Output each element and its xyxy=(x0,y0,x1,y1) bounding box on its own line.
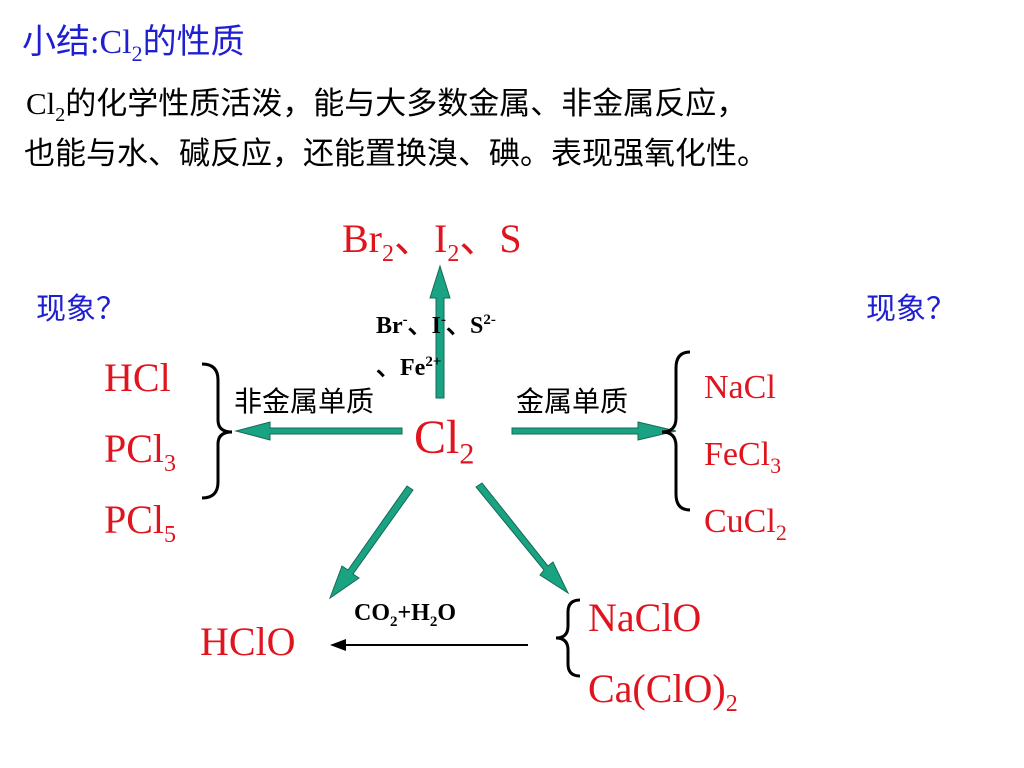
product-fecl3: FeCl3 xyxy=(704,435,782,478)
nonmetal-products: HCl PCl3 PCl5 xyxy=(104,350,176,563)
arrow-down-right xyxy=(475,482,570,595)
summary-line-1: Cl2的化学性质活泼，能与大多数金属、非金属反应， xyxy=(26,86,748,127)
hypochlorite-products: NaClO Ca(ClO)2 xyxy=(588,590,738,732)
arrow-hypochlorite-to-hclo xyxy=(330,639,528,651)
slide-title: 小结:Cl2的性质 xyxy=(22,24,245,66)
arrow-up xyxy=(429,264,451,399)
label-nonmetal: 非金属单质 xyxy=(234,387,375,418)
arrow-left xyxy=(234,421,403,441)
brace-metal-products xyxy=(661,350,691,512)
product-cucl2: CuCl2 xyxy=(704,502,787,545)
product-pcl3: PCl3 xyxy=(104,426,177,477)
brace-nonmetal-products xyxy=(201,362,233,500)
product-hclo: HClO xyxy=(200,619,296,664)
reducing-ions: Br-、I-、S2-、Fe2+ xyxy=(376,312,496,381)
product-naclo: NaClO xyxy=(588,595,702,640)
question-left: 现象？ xyxy=(36,293,126,326)
question-right: 现象？ xyxy=(866,293,956,326)
product-pcl5: PCl5 xyxy=(104,497,177,548)
arrow-down-left xyxy=(328,485,414,600)
product-nacl: NaCl xyxy=(704,369,776,406)
summary-line-2: 也能与水、碱反应，还能置换溴、碘。表现强氧化性。 xyxy=(24,136,768,171)
metal-products: NaCl FeCl3 CuCl2 xyxy=(704,360,787,560)
co2-water-label: CO2+H2O xyxy=(354,600,457,630)
brace-hypochlorites xyxy=(555,598,581,678)
label-metal: 金属单质 xyxy=(516,387,629,418)
product-hcl: HCl xyxy=(104,355,171,400)
displacement-products: Br2、I2、S xyxy=(342,216,522,267)
arrow-right xyxy=(511,421,677,441)
center-chlorine: Cl2 xyxy=(414,411,475,471)
product-ca-clo-2: Ca(ClO)2 xyxy=(588,666,738,717)
